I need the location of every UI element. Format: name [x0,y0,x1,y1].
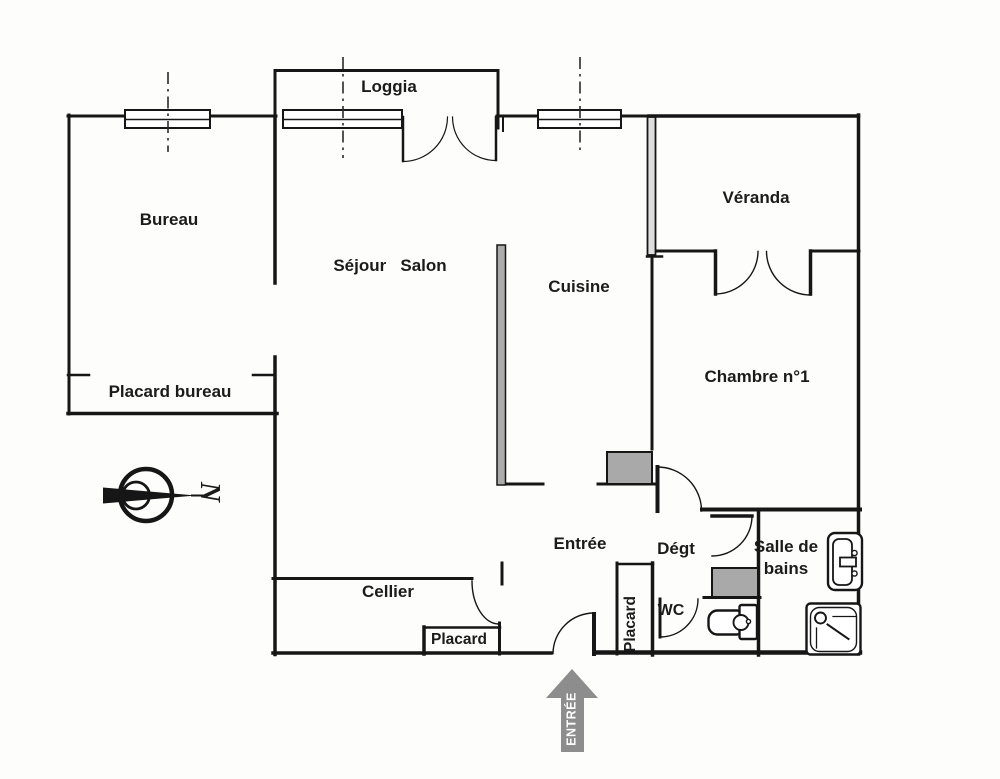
glazed-partition [645,116,664,258]
duct-block-kitchen [606,451,653,485]
sejour-loggia-window [282,109,403,129]
chambre-door [655,465,703,513]
windows [124,109,622,129]
doors [401,115,813,656]
duct-block-wc [711,567,759,598]
toilet-icon [707,603,759,641]
cuisine-window [537,109,622,129]
kitchen-partition [496,244,507,486]
bathroom-door [710,514,754,557]
veranda-door [713,249,813,296]
shower-icon [805,602,862,656]
entrance-arrow [546,669,598,752]
cellier-door [471,580,500,625]
loggia-walls [273,69,500,130]
loggia-door [401,115,498,163]
window-centerlines [167,57,581,158]
fixtures [707,531,864,656]
compass-icon [103,466,205,524]
entrance-door [552,612,596,656]
wc-door [658,597,699,639]
sink-icon [826,531,864,592]
